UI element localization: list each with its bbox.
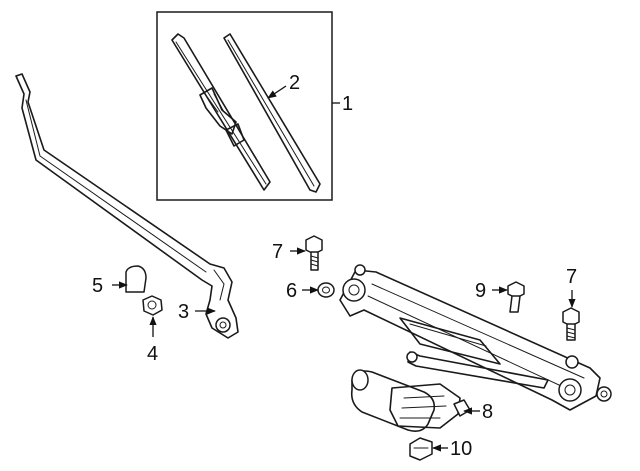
- linkage-bolt-middle: [507, 281, 525, 313]
- callout-5: 5: [92, 275, 103, 297]
- wiper-arm: [15, 73, 239, 339]
- wiper-blade: [171, 33, 271, 191]
- callout-9: 9: [475, 280, 486, 302]
- grommet: [317, 282, 335, 298]
- callout-6: 6: [286, 280, 297, 302]
- motor-nut: [409, 437, 433, 461]
- callout-10: 10: [450, 438, 472, 460]
- callout-7-upper: 7: [272, 241, 283, 263]
- callout-7-right: 7: [566, 266, 577, 288]
- wiper-linkage: [339, 264, 612, 411]
- arm-cap: [125, 265, 147, 293]
- callout-2: 2: [289, 72, 300, 94]
- linkage-bolt-right: [562, 307, 580, 341]
- callout-8: 8: [482, 401, 493, 423]
- callout-1: 1: [342, 93, 353, 115]
- arm-nut: [142, 295, 163, 316]
- callout-4: 4: [147, 343, 158, 365]
- wiper-refill: [223, 33, 321, 193]
- wiper-motor: [350, 369, 471, 432]
- leader-lines: [112, 85, 576, 452]
- linkage-bolt-upper: [305, 235, 323, 271]
- blade-assembly-box: [156, 11, 340, 201]
- callout-3: 3: [178, 301, 189, 323]
